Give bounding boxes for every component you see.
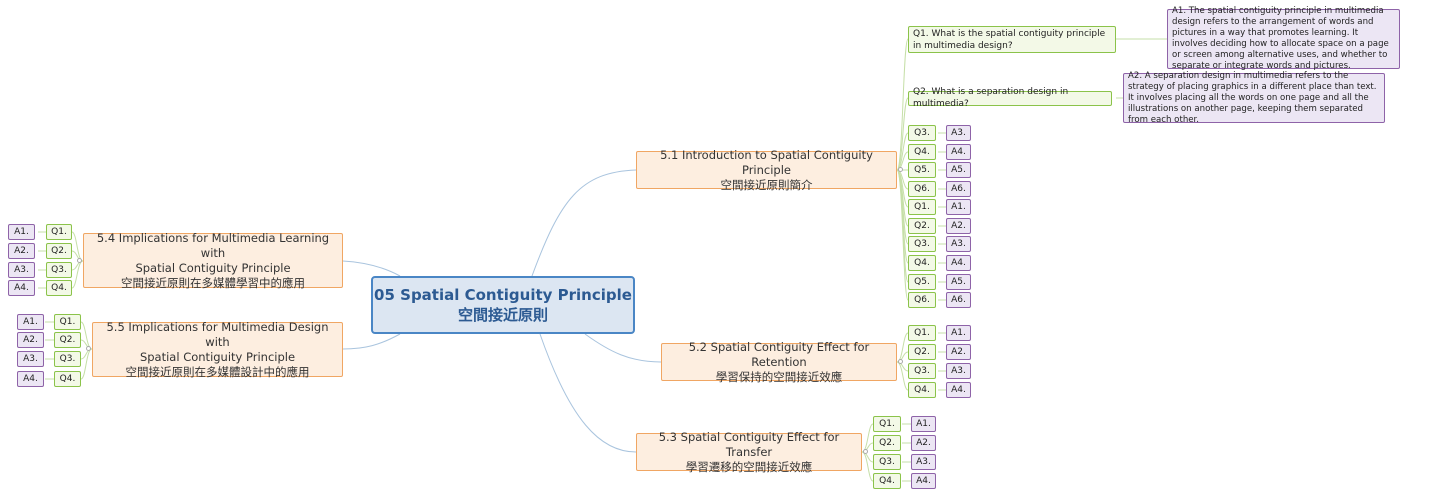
- topic-5-2-zh: 學習保持的空間接近效應: [715, 369, 843, 384]
- q2-node[interactable]: Q2.: [908, 218, 936, 234]
- q3-node[interactable]: Q3.: [908, 363, 936, 379]
- q4-node[interactable]: Q4.: [908, 144, 936, 160]
- topic-5-1[interactable]: 5.1 Introduction to Spatial Contiguity P…: [636, 147, 897, 192]
- a5-node[interactable]: A5.: [946, 162, 971, 178]
- a1-node[interactable]: A1.: [8, 224, 35, 240]
- topic-5-4-zh: 空間接近原則在多媒體學習中的應用: [121, 275, 305, 290]
- a1-long-node[interactable]: A1. The spatial contiguity principle in …: [1167, 6, 1400, 71]
- a5-node[interactable]: A5.: [946, 274, 971, 290]
- a3-node[interactable]: A3.: [8, 262, 35, 278]
- topic-5-1-en: 5.1 Introduction to Spatial Contiguity P…: [660, 147, 873, 177]
- a2-node[interactable]: A2.: [946, 218, 971, 234]
- topic-5-3-zh: 學習遷移的空間接近效應: [685, 459, 813, 474]
- q4-node[interactable]: Q4.: [873, 473, 901, 489]
- q2-node[interactable]: Q2.: [54, 332, 81, 348]
- a4-node[interactable]: A4.: [946, 382, 971, 398]
- q1-node[interactable]: Q1.: [46, 224, 72, 240]
- topic-5-4-en-line2: Spatial Contiguity Principle: [135, 260, 291, 275]
- topic-5-5-zh: 空間接近原則在多媒體設計中的應用: [125, 364, 310, 379]
- q3-node[interactable]: Q3.: [908, 236, 936, 252]
- a3-node[interactable]: A3.: [946, 363, 971, 379]
- q4-node[interactable]: Q4.: [908, 255, 936, 271]
- q5-node[interactable]: Q5.: [908, 162, 936, 178]
- q2-node[interactable]: Q2.: [873, 435, 901, 451]
- link-root-t52: [584, 333, 662, 363]
- a3-node[interactable]: A3.: [946, 236, 971, 252]
- topic-5-1-zh: 空間接近原則簡介: [720, 177, 813, 192]
- root-subtitle: 空間接近原則: [457, 306, 548, 324]
- collapse-handle[interactable]: [86, 346, 91, 351]
- topic-5-4[interactable]: 5.4 Implications for Multimedia Learning…: [83, 230, 343, 290]
- q6-node[interactable]: Q6.: [908, 181, 936, 197]
- a1-node[interactable]: A1.: [946, 199, 971, 215]
- q4-node[interactable]: Q4.: [46, 280, 72, 296]
- a2-node[interactable]: A2.: [911, 435, 936, 451]
- link-root-t55: [342, 333, 401, 350]
- a1-node[interactable]: A1.: [911, 416, 936, 432]
- a1-node[interactable]: A1.: [17, 314, 44, 330]
- q1-node[interactable]: Q1.: [908, 325, 936, 341]
- link-root-t51: [531, 169, 637, 277]
- q5-node[interactable]: Q5.: [908, 274, 936, 290]
- q3-node[interactable]: Q3.: [908, 125, 936, 141]
- q2-long-node[interactable]: Q2. What is a separation design in multi…: [908, 87, 1112, 109]
- collapse-handle[interactable]: [898, 359, 903, 364]
- q1-node[interactable]: Q1.: [908, 199, 936, 215]
- a4-node[interactable]: A4.: [17, 371, 44, 387]
- a6-node[interactable]: A6.: [946, 181, 971, 197]
- topic-5-5-en-line1: 5.5 Implications for Multimedia Design w…: [106, 319, 329, 349]
- a4-node[interactable]: A4.: [946, 255, 971, 271]
- root-topic[interactable]: 05 Spatial Contiguity Principle 空間接近原則: [371, 276, 635, 334]
- topic-5-5[interactable]: 5.5 Implications for Multimedia Design w…: [92, 319, 343, 379]
- link-root-t54: [342, 260, 401, 277]
- a3-node[interactable]: A3.: [946, 125, 971, 141]
- a2-long-node[interactable]: A2. A separation design in multimedia re…: [1123, 71, 1385, 125]
- q1-node[interactable]: Q1.: [873, 416, 901, 432]
- collapse-handle[interactable]: [77, 258, 82, 263]
- a1-node[interactable]: A1.: [946, 325, 971, 341]
- a3-node[interactable]: A3.: [911, 454, 936, 470]
- a4-node[interactable]: A4.: [911, 473, 936, 489]
- q1-long-node[interactable]: Q1. What is the spatial contiguity princ…: [908, 26, 1116, 53]
- q1-node[interactable]: Q1.: [54, 314, 81, 330]
- q3-node[interactable]: Q3.: [54, 351, 81, 367]
- topic-5-2[interactable]: 5.2 Spatial Contiguity Effect for Retent…: [661, 339, 897, 384]
- q4-node[interactable]: Q4.: [54, 371, 81, 387]
- a6-node[interactable]: A6.: [946, 292, 971, 308]
- a2-node[interactable]: A2.: [946, 344, 971, 360]
- topic-5-4-en-line1: 5.4 Implications for Multimedia Learning…: [96, 230, 330, 260]
- q3-node[interactable]: Q3.: [46, 262, 72, 278]
- topic-5-2-en: 5.2 Spatial Contiguity Effect for Retent…: [688, 339, 870, 369]
- a3-node[interactable]: A3.: [17, 351, 44, 367]
- topic-5-3[interactable]: 5.3 Spatial Contiguity Effect for Transf…: [636, 429, 862, 474]
- q4-node[interactable]: Q4.: [908, 382, 936, 398]
- q3-node[interactable]: Q3.: [873, 454, 901, 470]
- q6-node[interactable]: Q6.: [908, 292, 936, 308]
- topic-5-5-en-line2: Spatial Contiguity Principle: [139, 349, 296, 364]
- collapse-handle[interactable]: [898, 167, 903, 172]
- a2-node[interactable]: A2.: [8, 243, 35, 259]
- a2-node[interactable]: A2.: [17, 332, 44, 348]
- q2-node[interactable]: Q2.: [908, 344, 936, 360]
- root-title: 05 Spatial Contiguity Principle: [374, 286, 632, 304]
- a4-node[interactable]: A4.: [8, 280, 35, 296]
- q2-node[interactable]: Q2.: [46, 243, 72, 259]
- collapse-handle[interactable]: [863, 449, 868, 454]
- topic-5-3-en: 5.3 Spatial Contiguity Effect for Transf…: [658, 429, 840, 459]
- a4-node[interactable]: A4.: [946, 144, 971, 160]
- link-root-t53: [539, 333, 637, 453]
